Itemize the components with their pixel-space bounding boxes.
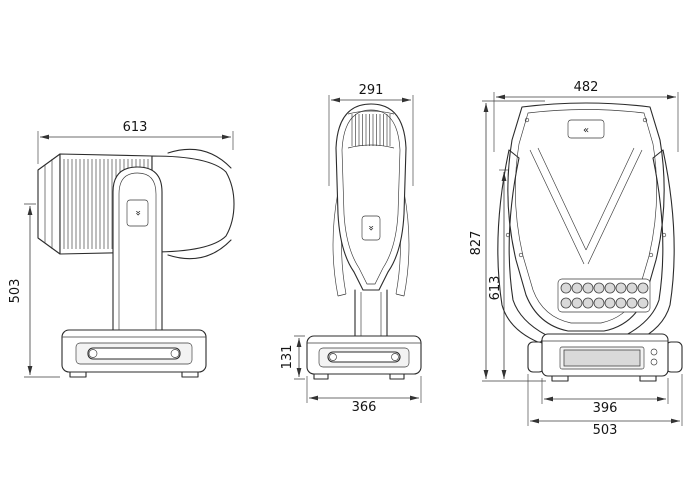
vent-hole bbox=[637, 297, 649, 309]
front-dim-base-width: 396 bbox=[541, 378, 669, 416]
dim-label-overall-width: 482 bbox=[574, 80, 599, 95]
extension-line bbox=[493, 92, 679, 152]
side-head-hood-ribs bbox=[44, 159, 53, 249]
vent-hole bbox=[604, 282, 616, 294]
extension-line bbox=[37, 131, 234, 164]
screw-dot bbox=[642, 117, 648, 123]
front-dim-overall-width: 482 bbox=[493, 80, 679, 152]
screw-dot bbox=[524, 117, 530, 123]
vent-hole bbox=[560, 297, 572, 309]
extension-line bbox=[24, 203, 60, 378]
side-base-foot bbox=[69, 371, 87, 378]
side-fixture: « bbox=[37, 148, 235, 378]
dim-label-side-length: 613 bbox=[123, 120, 148, 135]
vent-hole bbox=[593, 282, 605, 294]
vent-hole bbox=[626, 282, 638, 294]
vent-hole bbox=[582, 297, 594, 309]
front-yoke-arm-left bbox=[497, 149, 547, 344]
dim-label-head-width: 291 bbox=[359, 83, 384, 98]
vent-hole bbox=[582, 282, 594, 294]
narrow-handle-pin bbox=[329, 353, 337, 361]
side-head-hood bbox=[37, 153, 61, 255]
front-brand-logo-icon: « bbox=[583, 125, 589, 136]
screw-dot bbox=[661, 232, 667, 238]
extension-line bbox=[482, 100, 546, 382]
narrow-base-handle bbox=[327, 351, 401, 363]
vent-hole bbox=[615, 297, 627, 309]
front-head-braces bbox=[529, 147, 643, 265]
narrow-handle-pin bbox=[391, 353, 399, 361]
screw-dot bbox=[518, 252, 524, 258]
side-yoke-arm bbox=[112, 166, 163, 335]
side-base-foot bbox=[181, 371, 199, 378]
vent-hole bbox=[571, 282, 583, 294]
vent-hole bbox=[615, 282, 627, 294]
side-view: 613 503 « bbox=[8, 120, 235, 378]
narrow-column bbox=[354, 289, 388, 337]
narrow-dim-head-width: 291 bbox=[328, 83, 414, 186]
front-yoke-arm-right bbox=[625, 149, 675, 344]
vent-hole bbox=[604, 297, 616, 309]
narrow-fixture: « bbox=[306, 103, 422, 380]
vent-hole bbox=[560, 282, 572, 294]
front-dim-base-outer-width: 503 bbox=[527, 374, 683, 438]
front-vent-panel bbox=[557, 278, 651, 313]
front-display-screen bbox=[563, 349, 641, 367]
side-handle-pin bbox=[170, 349, 180, 358]
dim-label-base-height: 131 bbox=[280, 345, 295, 370]
front-base-foot bbox=[551, 375, 569, 382]
side-yoke-arm-inner bbox=[118, 172, 157, 334]
front-narrow-view: 291 « 131 bbox=[280, 83, 422, 415]
extension-line bbox=[306, 376, 422, 403]
dim-label-base-width: 366 bbox=[352, 400, 377, 415]
side-handle-pin bbox=[88, 349, 98, 358]
vent-hole bbox=[637, 282, 649, 294]
narrow-brand-logo-icon: « bbox=[366, 225, 377, 231]
side-head-handle-top bbox=[167, 148, 232, 169]
narrow-base-foot bbox=[389, 373, 405, 380]
extension-line bbox=[294, 335, 305, 380]
front-logo-plate bbox=[567, 119, 605, 139]
narrow-yoke-arm-left bbox=[332, 191, 347, 297]
side-base-handle bbox=[87, 347, 181, 360]
front-base-foot bbox=[639, 375, 657, 382]
vent-hole bbox=[626, 297, 638, 309]
narrow-fin-border bbox=[347, 110, 395, 149]
dim-label-base-outer-width: 503 bbox=[593, 423, 618, 438]
front-view: 482 827 613 « bbox=[469, 80, 683, 438]
front-base-button bbox=[650, 348, 658, 356]
dim-label-overall-height: 827 bbox=[469, 231, 484, 256]
side-head-handle-bottom bbox=[167, 239, 232, 260]
narrow-dim-base-width: 366 bbox=[306, 376, 422, 415]
screw-dot bbox=[648, 252, 654, 258]
narrow-head-inner bbox=[341, 109, 401, 285]
front-base-button bbox=[650, 358, 658, 366]
vent-grid bbox=[560, 282, 649, 309]
narrow-base-foot bbox=[313, 373, 329, 380]
narrow-head-outline bbox=[335, 103, 407, 291]
extension-line bbox=[328, 95, 414, 186]
narrow-logo-plate bbox=[361, 215, 381, 241]
side-head-rear bbox=[151, 155, 235, 253]
extension-line bbox=[541, 378, 669, 404]
narrow-head-fins bbox=[351, 114, 391, 146]
screw-dot bbox=[505, 232, 511, 238]
narrow-column-inner bbox=[360, 292, 382, 336]
vent-hole bbox=[571, 297, 583, 309]
dim-label-side-height: 503 bbox=[8, 279, 23, 304]
side-dim-height: 503 bbox=[8, 203, 60, 378]
narrow-yoke-arm-right bbox=[395, 191, 410, 297]
side-dim-length: 613 bbox=[37, 120, 234, 164]
dim-label-base-width: 396 bbox=[593, 401, 618, 416]
side-brand-logo-icon: « bbox=[133, 210, 144, 216]
front-fixture: « bbox=[497, 102, 683, 382]
side-logo-plate bbox=[126, 199, 149, 227]
extension-line bbox=[527, 374, 683, 426]
narrow-dim-base-height: 131 bbox=[280, 335, 305, 380]
vent-hole bbox=[593, 297, 605, 309]
front-dim-overall-height: 827 bbox=[469, 100, 546, 382]
